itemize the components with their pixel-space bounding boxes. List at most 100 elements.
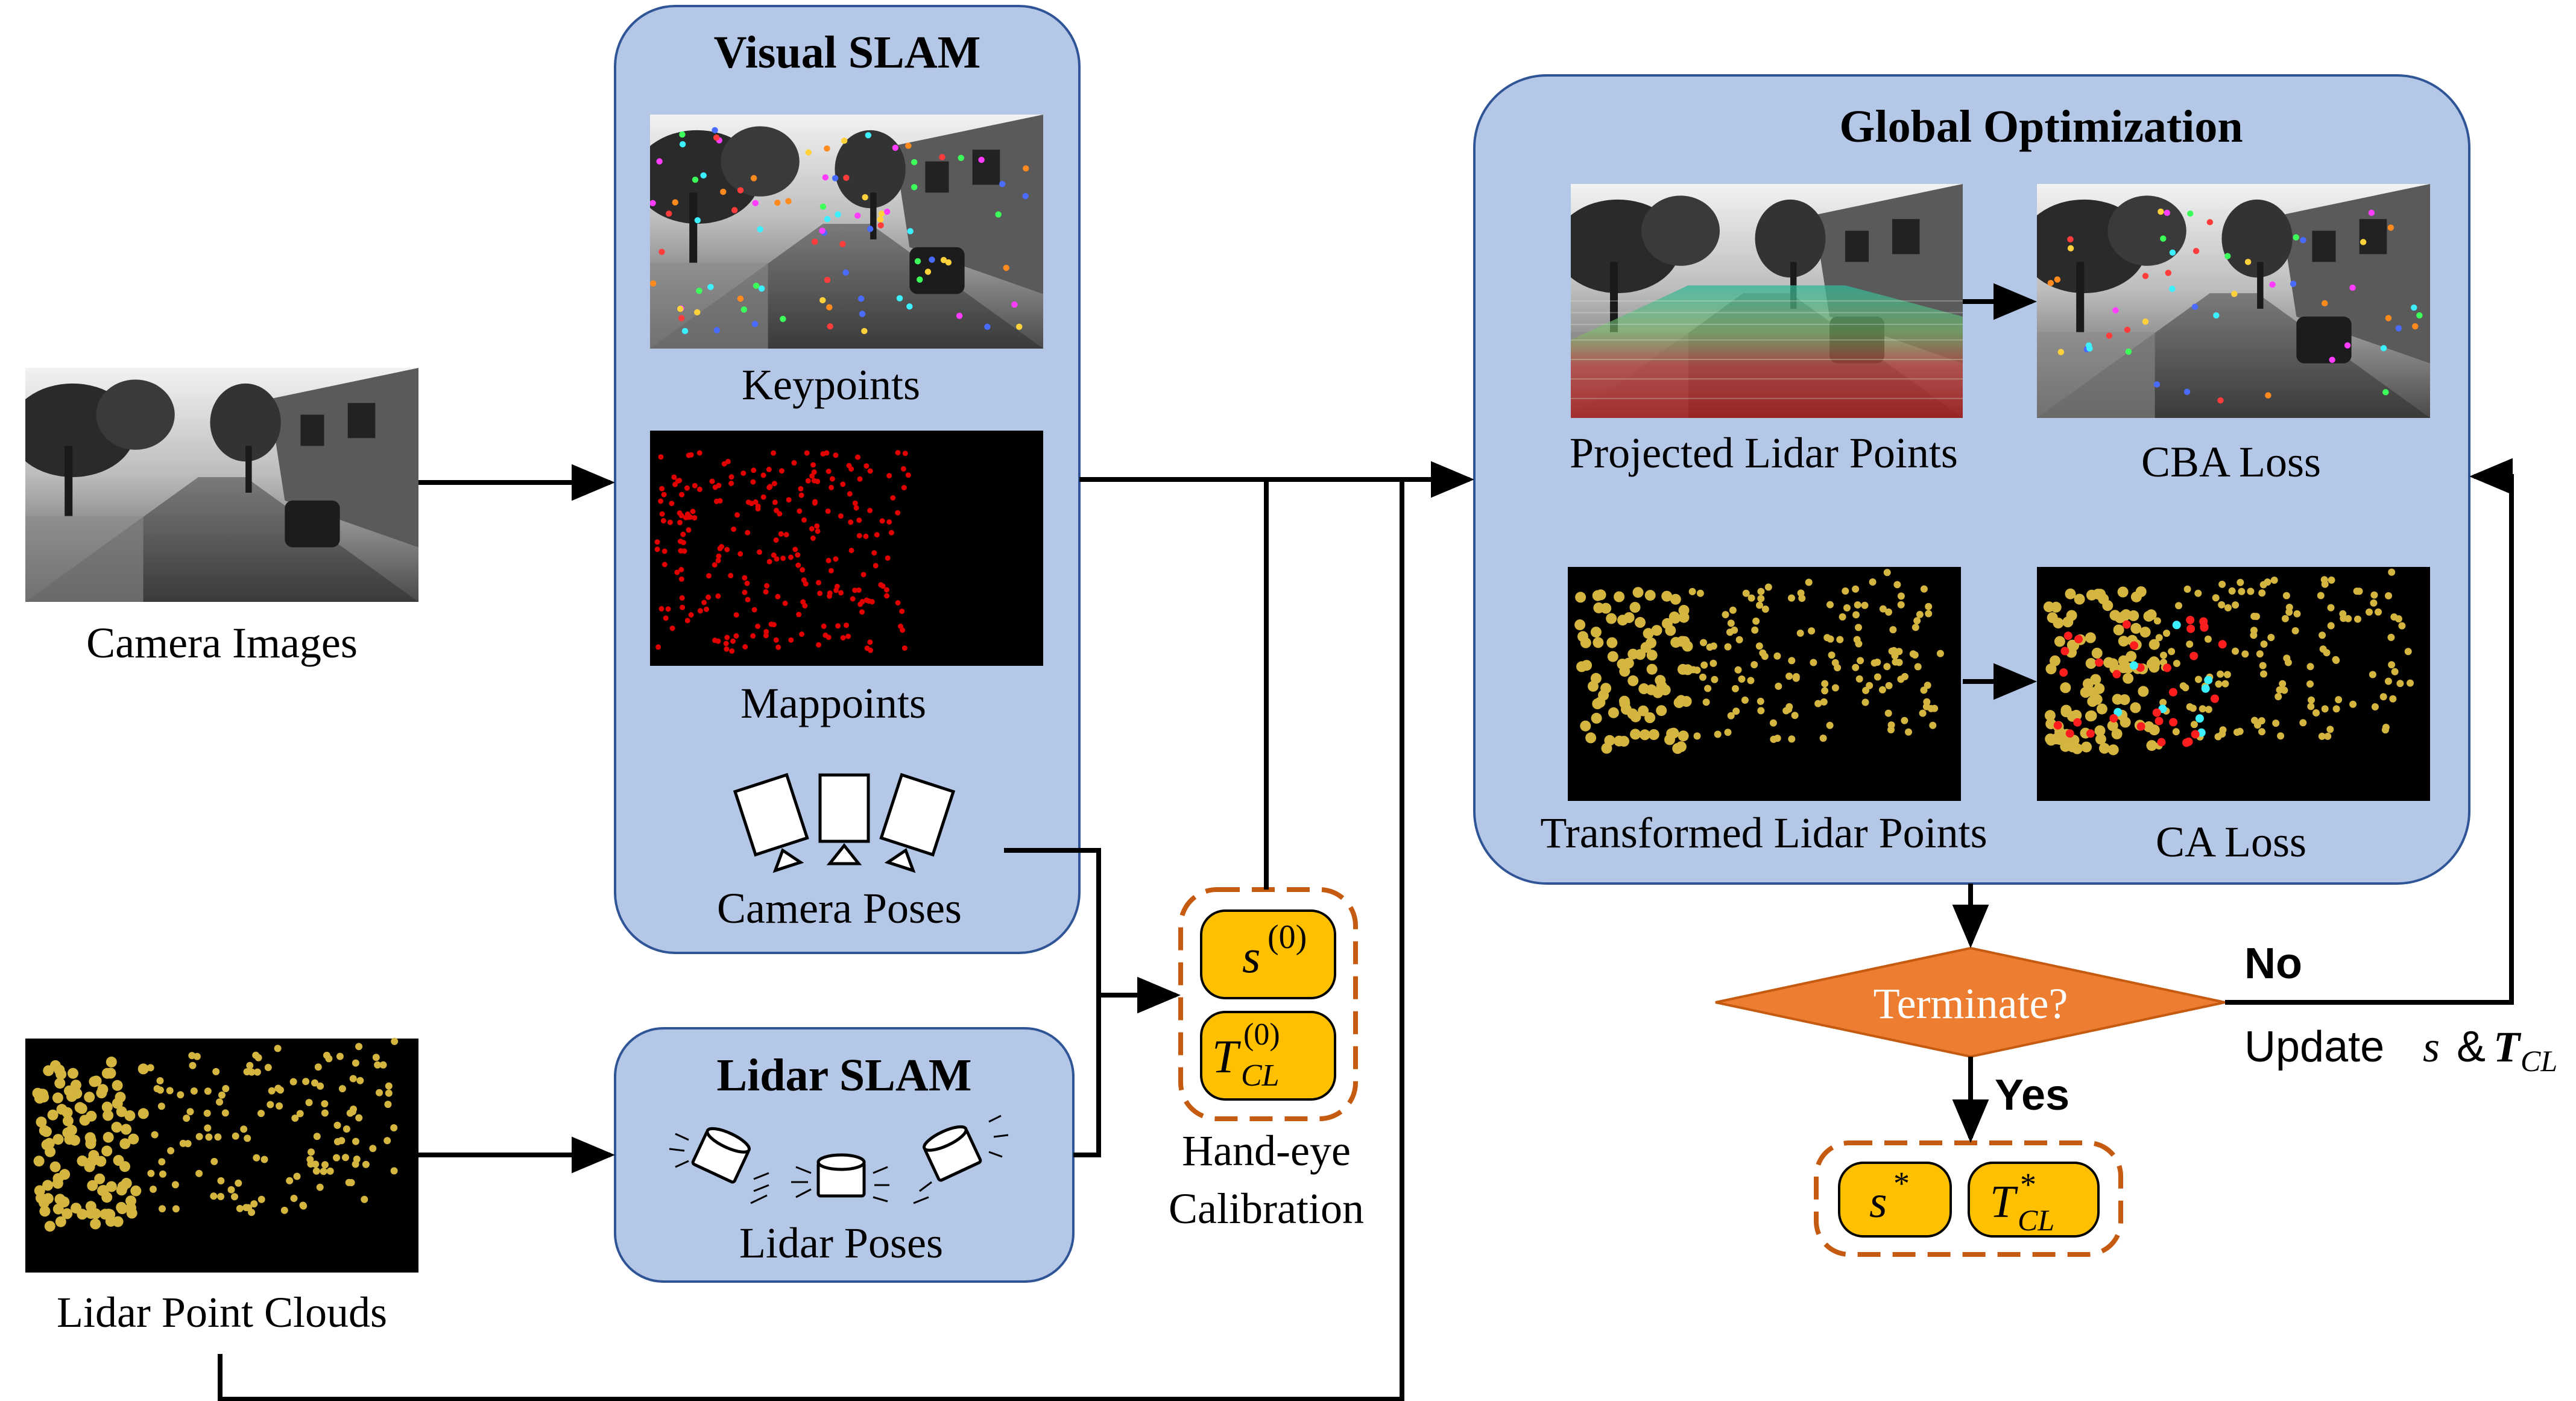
lidar-point: [2071, 743, 2083, 754]
keypoint-dot: [700, 172, 707, 179]
lidar-point: [244, 1134, 251, 1142]
final-transform-subscript: CL: [2018, 1203, 2054, 1237]
keypoint-dot: [911, 159, 918, 166]
mappoint-dot: [799, 631, 804, 637]
mappoint-dot: [696, 450, 702, 456]
lidar-point: [369, 1145, 377, 1153]
lidar-point: [1755, 642, 1763, 650]
lidar-point: [179, 1139, 187, 1147]
lidar-point: [1836, 636, 1844, 644]
lidar-point: [1805, 578, 1813, 586]
lidar-point: [2160, 651, 2167, 659]
mappoint-dot: [757, 549, 762, 555]
lidar-point: [1673, 697, 1685, 708]
mappoint-dot: [856, 533, 862, 539]
lidar-point: [2045, 733, 2056, 745]
lidar-point: [1630, 729, 1641, 740]
lidar-point: [77, 1155, 88, 1166]
lidar-point: [267, 1101, 274, 1108]
lidar-point: [2389, 695, 2397, 703]
keypoint-dot: [999, 180, 1006, 188]
cba-dot: [2106, 332, 2113, 339]
lidar-point: [195, 1133, 203, 1140]
lidar-point: [204, 1087, 212, 1095]
keypoint-dot: [906, 303, 913, 310]
mappoint-dot: [825, 508, 831, 514]
lidar-point: [2277, 732, 2285, 740]
keypoint-dot: [867, 226, 874, 232]
lidar-point: [1857, 657, 1864, 665]
lidar-point: [62, 1208, 73, 1219]
lidar-point: [338, 1085, 346, 1093]
lidar-point: [2370, 591, 2378, 599]
mappoint-dot: [730, 638, 736, 644]
lidar-point: [1726, 628, 1734, 636]
lidar-point: [2186, 640, 2194, 648]
keypoint-dot: [819, 227, 826, 234]
lidar-point: [227, 1186, 235, 1194]
lidar-point: [390, 1167, 398, 1175]
mappoint-dot: [771, 481, 777, 487]
keypoint-dot: [924, 268, 932, 275]
final-transform-pill: [1968, 1162, 2100, 1238]
mappoint-dot: [866, 598, 872, 604]
lidar-point: [39, 1206, 51, 1217]
lidar-point: [2306, 680, 2314, 688]
mappoint-dot: [678, 513, 684, 519]
lidar-point: [2279, 680, 2287, 688]
lidar-point: [1878, 686, 1886, 694]
lidar-point: [217, 1193, 225, 1200]
keypoint-dot: [696, 288, 702, 294]
lidar-point: [372, 1054, 380, 1061]
lidar-point: [253, 1154, 260, 1162]
final-scale-pill: [1838, 1162, 1952, 1238]
lidar-point: [1623, 612, 1635, 623]
mappoint-dot: [712, 637, 718, 644]
lidar-point: [1879, 605, 1887, 613]
lidar-point: [1677, 663, 1688, 675]
update-T: T: [2493, 1023, 2522, 1071]
lidar-point: [293, 1172, 301, 1180]
cba-loss-label: CBA Loss: [2141, 438, 2321, 486]
lidar-point: [1646, 663, 1658, 675]
lidar-point: [1638, 705, 1649, 716]
cba-dot: [2322, 300, 2328, 307]
lidar-point: [1696, 589, 1704, 597]
lidar-point: [2118, 662, 2129, 674]
keypoint-dot: [720, 188, 727, 195]
lidar-point: [2385, 592, 2392, 599]
mappoint-dot: [886, 519, 892, 525]
lidar-poses-label: Lidar Poses: [739, 1219, 943, 1267]
lidar-point: [1855, 640, 1863, 648]
lidar-point: [2327, 604, 2335, 612]
keypoint-dot: [939, 154, 945, 160]
ca-residual-point: [2152, 708, 2161, 717]
lidar-point: [1585, 732, 1597, 744]
camera-images-label: Camera Images: [86, 619, 358, 667]
mappoint-dot: [857, 476, 863, 482]
lidar-point: [338, 1137, 346, 1145]
lidar-point: [49, 1161, 61, 1172]
keypoint-dot: [713, 327, 721, 334]
lidar-point: [2384, 677, 2392, 685]
ca-residual-point: [2073, 718, 2082, 727]
lidar-point: [1842, 587, 1849, 595]
update-amp: &: [2457, 1023, 2486, 1071]
mappoint-dot: [733, 612, 739, 618]
initial-scale-pill: [1200, 909, 1336, 999]
lidar-point: [2117, 586, 2129, 598]
lidar-point: [2283, 654, 2291, 662]
mappoint-dot: [744, 580, 750, 586]
lidar-point: [1911, 651, 1919, 659]
final-scale-symbol: s: [1869, 1177, 1887, 1227]
lidar-point: [2066, 639, 2078, 651]
keypoint-dot: [824, 216, 831, 223]
lidar-point: [2112, 694, 2123, 705]
lidar-point: [190, 1087, 198, 1095]
lidar-point: [1750, 661, 1758, 669]
lidar-point: [1919, 709, 1927, 717]
lidar-point: [2118, 636, 2129, 647]
keypoint-dot: [819, 297, 826, 303]
lidar-point: [2139, 627, 2151, 638]
initial-transform-pill: [1200, 1011, 1336, 1101]
